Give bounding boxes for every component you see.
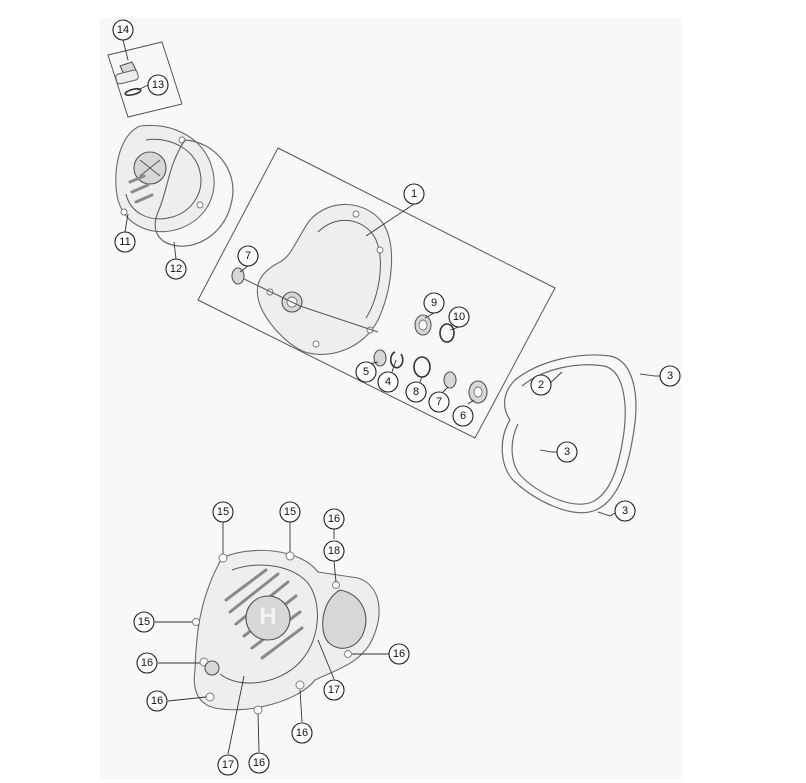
- svg-text:16: 16: [296, 727, 308, 739]
- callout-16-left-upper: 16: [136, 652, 158, 674]
- callout-4: 4: [377, 371, 399, 393]
- svg-text:15: 15: [138, 616, 150, 628]
- callout-8: 8: [405, 381, 427, 403]
- seal-7-lower: [443, 371, 457, 389]
- callout-11: 11: [114, 231, 136, 253]
- inner-clutch-cover: [241, 203, 393, 355]
- svg-text:10: 10: [453, 311, 465, 323]
- callout-12: 12: [165, 258, 187, 280]
- svg-text:16: 16: [253, 757, 265, 769]
- oil-filler-cap-group: [107, 41, 183, 118]
- svg-text:3: 3: [622, 505, 628, 517]
- svg-text:13: 13: [152, 79, 164, 91]
- callout-16-left-lower: 16: [146, 690, 168, 712]
- outer-cover-gasket: [154, 139, 234, 247]
- svg-text:5: 5: [363, 366, 369, 378]
- clutch-cover-complete: H: [192, 549, 380, 715]
- clutch-cover-gasket: [501, 354, 637, 514]
- svg-text:4: 4: [385, 376, 391, 388]
- svg-text:7: 7: [245, 250, 251, 262]
- diagram-sheet: [100, 18, 682, 780]
- callout-1: 1: [403, 183, 425, 205]
- callout-7-lower: 7: [428, 391, 450, 413]
- svg-text:17: 17: [222, 759, 234, 771]
- callout-15-left: 15: [133, 611, 155, 633]
- callout-17-right: 17: [323, 679, 345, 701]
- svg-text:1: 1: [411, 188, 417, 200]
- callout-5: 5: [355, 361, 377, 383]
- callout-16-top: 16: [323, 508, 345, 530]
- callout-15-top-right: 15: [279, 501, 301, 523]
- bearing-9: [414, 314, 432, 336]
- svg-text:14: 14: [117, 24, 129, 36]
- svg-text:17: 17: [328, 684, 340, 696]
- screw-3-right: [639, 373, 656, 377]
- callout-18: 18: [323, 540, 345, 562]
- svg-text:7: 7: [436, 396, 442, 408]
- screw-3-bottom: [597, 511, 611, 517]
- circlip-4: [389, 351, 404, 369]
- callout-13: 13: [147, 74, 169, 96]
- clutch-cover-assembly-frame: [197, 147, 556, 439]
- svg-text:16: 16: [393, 648, 405, 660]
- callout-9: 9: [423, 292, 445, 314]
- callout-15-top-left: 15: [212, 501, 234, 523]
- svg-text:16: 16: [141, 657, 153, 669]
- logo-h-mark: H: [259, 603, 276, 630]
- callout-17-bottom: 17: [217, 754, 239, 776]
- svg-text:15: 15: [284, 506, 296, 518]
- outer-clutch-cover: [115, 124, 215, 233]
- callout-7-upper: 7: [237, 245, 259, 267]
- svg-text:11: 11: [119, 236, 130, 248]
- svg-text:16: 16: [328, 513, 340, 525]
- svg-text:9: 9: [431, 297, 437, 309]
- circlip-10: [439, 323, 455, 343]
- callout-16-bottom: 16: [248, 752, 270, 774]
- svg-text:12: 12: [170, 263, 182, 275]
- leader-lines: [122, 39, 660, 755]
- callout-6: 6: [452, 405, 474, 427]
- svg-text:15: 15: [217, 506, 229, 518]
- callout-3-right: 3: [659, 365, 681, 387]
- washer-5: [373, 349, 387, 367]
- screw-3-middle: [539, 449, 553, 453]
- callout-3-middle: 3: [556, 441, 578, 463]
- callout-10: 10: [448, 306, 470, 328]
- clutch-cover-gasket-inner: [511, 364, 626, 505]
- svg-text:2: 2: [538, 379, 544, 391]
- svg-text:3: 3: [564, 446, 570, 458]
- callout-3-bottom: 3: [614, 500, 636, 522]
- callout-14: 14: [112, 19, 134, 41]
- svg-text:3: 3: [667, 370, 673, 382]
- svg-text:6: 6: [460, 410, 466, 422]
- seal-7-upper: [231, 267, 245, 285]
- svg-text:18: 18: [328, 545, 340, 557]
- svg-text:8: 8: [413, 386, 419, 398]
- callout-16-bottom-right: 16: [291, 722, 313, 744]
- svg-text:16: 16: [151, 695, 163, 707]
- bearing-6: [468, 380, 488, 404]
- callout-16-right: 16: [388, 643, 410, 665]
- callout-2: 2: [530, 374, 552, 396]
